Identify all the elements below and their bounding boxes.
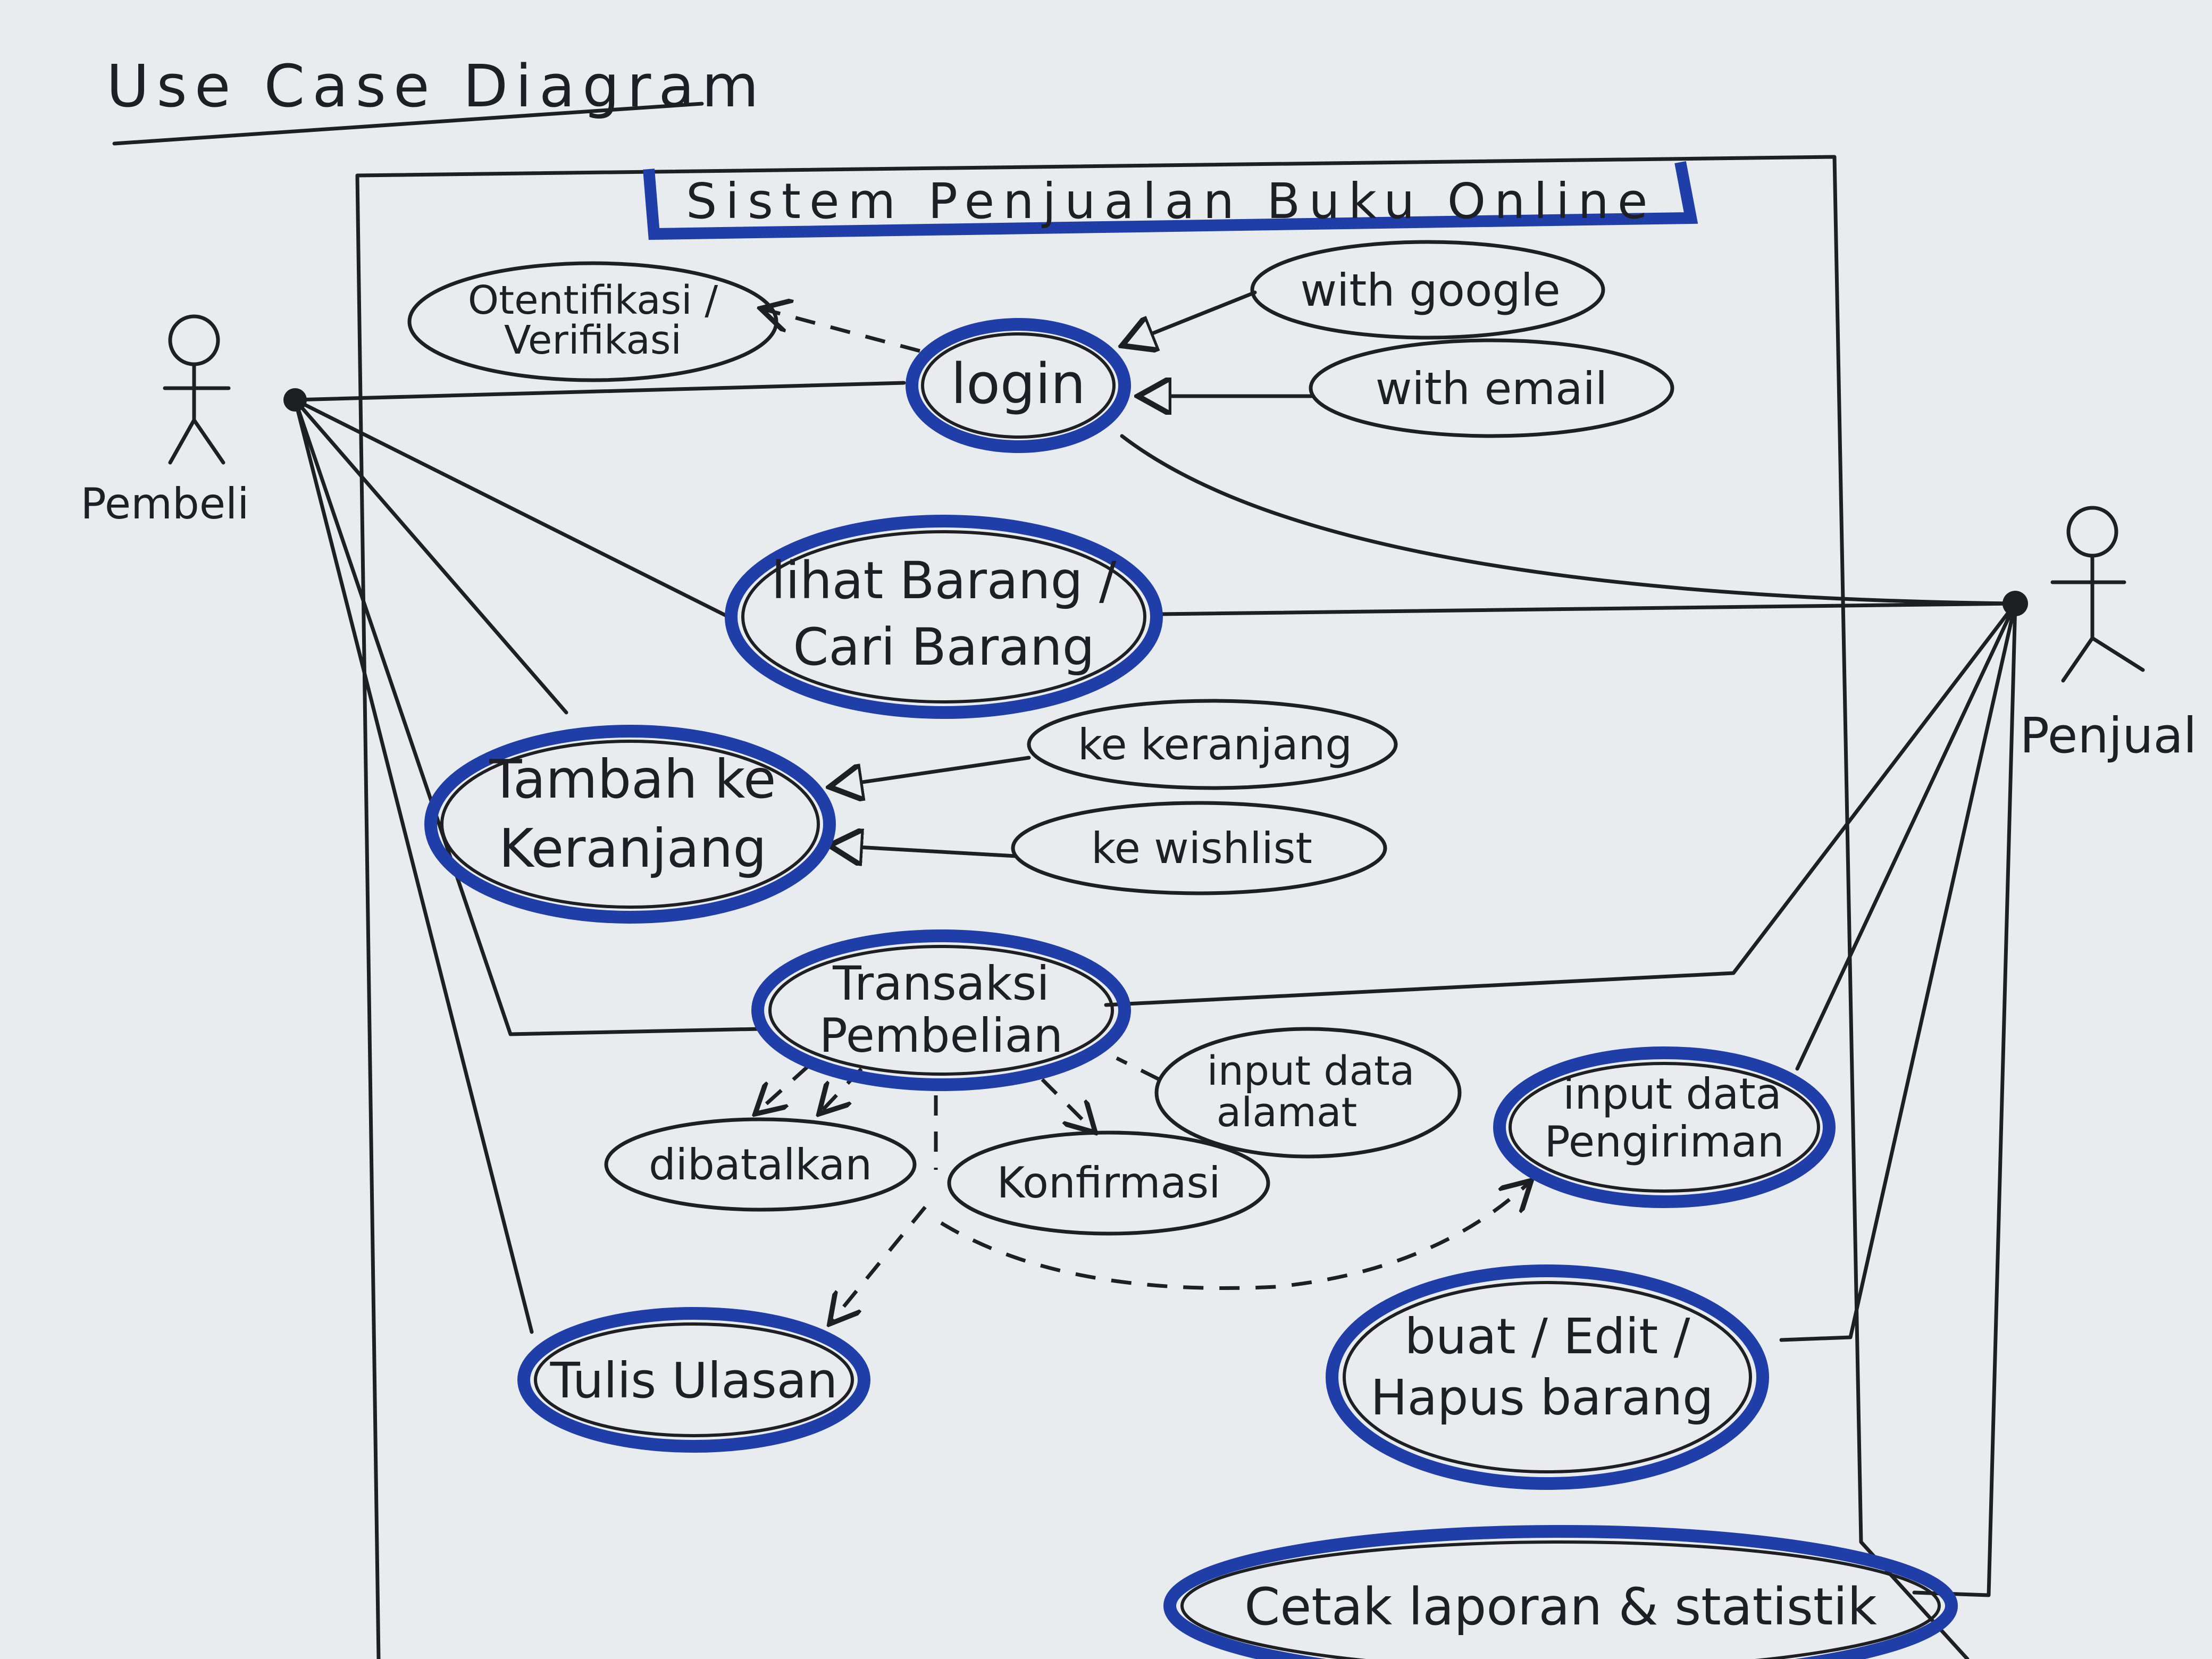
association-node (283, 388, 307, 412)
use-case-label: Verifikasi (504, 317, 682, 363)
use-case-label: Otentifikasi / (468, 278, 718, 323)
page-title: Use Case Diagram (106, 52, 766, 120)
system-boundary (355, 155, 1970, 1659)
use-case-otentifikasi: Otentifikasi / Verifikasi (407, 261, 778, 382)
actor-penjual: Penjual (2002, 506, 2197, 764)
use-case-label: input data (1563, 1069, 1781, 1119)
use-case-konfirmasi: Konfirmasi (947, 1130, 1270, 1236)
use-case-label: login (951, 351, 1085, 416)
use-case-label: with google (1300, 264, 1560, 316)
use-case-label: Tambah ke (489, 748, 776, 810)
use-case-label: Konfirmasi (997, 1158, 1221, 1208)
use-case-dibatalkan: dibatalkan (604, 1117, 917, 1212)
use-case-label: ke keranjang (1078, 720, 1352, 769)
use-case-lihat-barang: lihat Barang / Cari Barang (725, 515, 1163, 719)
use-case-login: login (906, 318, 1131, 453)
association-node (2002, 591, 2028, 616)
title-underline (112, 102, 704, 146)
use-case-ke-keranjang: ke keranjang (1027, 699, 1398, 790)
use-case-input-data-pengiriman: input data Pengiriman (1493, 1046, 1836, 1208)
associations (293, 381, 2017, 1597)
use-case-label: alamat (1217, 1088, 1358, 1136)
actor-pembeli: Pembeli (81, 314, 307, 529)
use-case-label: Pengiriman (1544, 1117, 1784, 1167)
use-case-label: Tulis Ulasan (550, 1352, 838, 1409)
use-case-with-google: with google (1250, 240, 1605, 340)
use-case-input-data-alamat: input data alamat (1154, 1027, 1462, 1159)
use-case-label: dibatalkan (649, 1140, 872, 1189)
system-name: Sistem Penjualan Buku Online (686, 173, 1656, 230)
use-case-label: Keranjang (499, 817, 767, 879)
use-case-cetak-laporan: Cetak laporan & statistik (1163, 1525, 1958, 1659)
use-case-label: with email (1376, 363, 1608, 415)
use-case-label: input data (1207, 1047, 1415, 1094)
use-case-ke-wishlist: ke wishlist (1011, 801, 1387, 895)
use-case-label: lihat Barang / (772, 551, 1117, 610)
use-case-label: Hapus barang (1370, 1369, 1713, 1426)
use-case-label: Transaksi (832, 956, 1050, 1011)
use-case-tambah-ke-keranjang: Tambah ke Keranjang (424, 725, 836, 924)
relationships (755, 290, 1531, 1324)
use-case-tulis-ulasan: Tulis Ulasan (517, 1307, 870, 1453)
use-case-label: ke wishlist (1091, 824, 1312, 873)
use-case-transaksi-pembelian: Transaksi Pembelian (751, 929, 1131, 1091)
use-case-label: Cetak laporan & statistik (1244, 1577, 1877, 1637)
stick-figure-icon (163, 314, 231, 465)
system-name-box (643, 161, 1698, 240)
actor-label: Pembeli (81, 479, 249, 529)
use-case-label: Pembelian (819, 1008, 1063, 1063)
use-case-with-email: with email (1309, 338, 1674, 438)
use-case-buat-edit-hapus-barang: buat / Edit / Hapus barang (1326, 1264, 1769, 1490)
use-case-label: buat / Edit / (1404, 1308, 1690, 1365)
use-case-label: Cari Barang (793, 617, 1094, 677)
actor-label: Penjual (2020, 707, 2197, 764)
stick-figure-icon (2050, 506, 2145, 683)
